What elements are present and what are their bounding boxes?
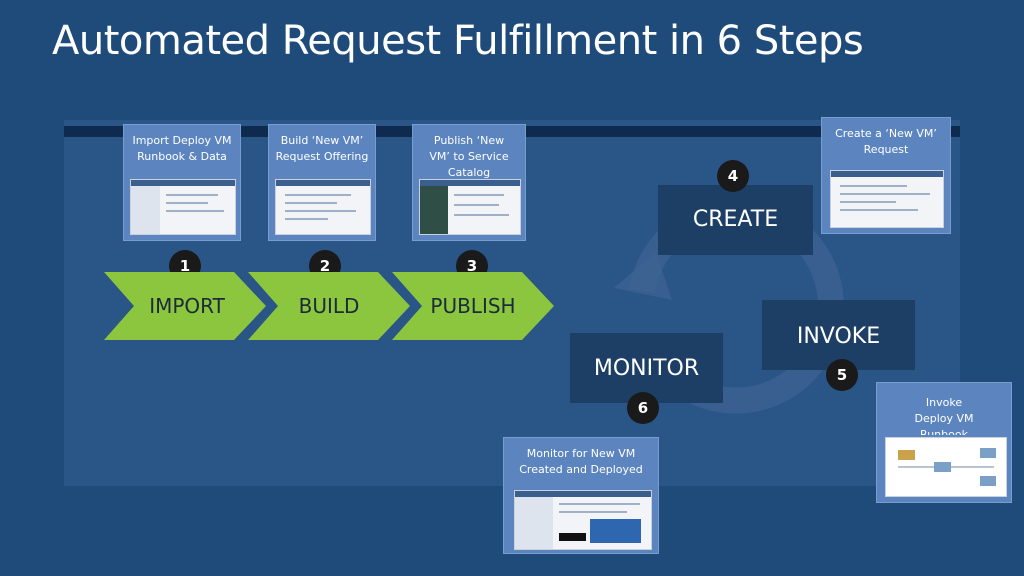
- import-screenshot: [130, 179, 236, 235]
- publish-chevron: PUBLISH: [392, 272, 554, 340]
- step-number-6: 6: [627, 392, 659, 424]
- build-chevron: BUILD: [248, 272, 410, 340]
- invoke-screenshot: [885, 437, 1007, 497]
- build-screenshot: [275, 179, 371, 235]
- build-caption: Build ‘New VM’ Request Offering: [275, 134, 369, 163]
- monitor-card: Monitor for New VM Created and Deployed: [503, 437, 659, 554]
- publish-chevron-shape: [392, 272, 554, 340]
- publish-card: Publish ‘New VM’ to Service Catalog: [412, 124, 526, 241]
- build-label: BUILD: [298, 294, 360, 318]
- publish-caption: Publish ‘New VM’ to Service Catalog: [429, 134, 509, 179]
- import-chevron-shape: [104, 272, 266, 340]
- monitor-box: MONITOR: [570, 333, 723, 403]
- step-number-5: 5: [826, 359, 858, 391]
- page-title: Automated Request Fulfillment in 6 Steps: [52, 18, 864, 64]
- build-chevron-shape: [248, 272, 410, 340]
- import-caption: Import Deploy VM Runbook & Data: [132, 134, 232, 163]
- create-box: CREATE: [658, 185, 813, 255]
- invoke-box: INVOKE: [762, 300, 915, 370]
- invoke-label: INVOKE: [796, 324, 881, 349]
- create-screenshot: [830, 170, 944, 228]
- step-number-4: 4: [717, 160, 749, 192]
- create-label: CREATE: [692, 207, 779, 232]
- publish-label: PUBLISH: [430, 294, 516, 318]
- monitor-caption: Monitor for New VM Created and Deployed: [519, 447, 643, 476]
- monitor-label: MONITOR: [593, 356, 700, 381]
- create-card: Create a ‘New VM’ Request: [821, 117, 951, 234]
- import-label: IMPORT: [149, 294, 225, 318]
- build-card: Build ‘New VM’ Request Offering: [268, 124, 376, 241]
- create-caption: Create a ‘New VM’ Request: [835, 127, 937, 156]
- import-chevron: IMPORT: [104, 272, 266, 340]
- invoke-card: Invoke Deploy VM Runbook: [876, 382, 1012, 503]
- invoke-caption: Invoke Deploy VM Runbook: [914, 396, 974, 435]
- import-card: Import Deploy VM Runbook & Data: [123, 124, 241, 241]
- publish-screenshot: [419, 179, 521, 235]
- monitor-screenshot: [514, 490, 652, 550]
